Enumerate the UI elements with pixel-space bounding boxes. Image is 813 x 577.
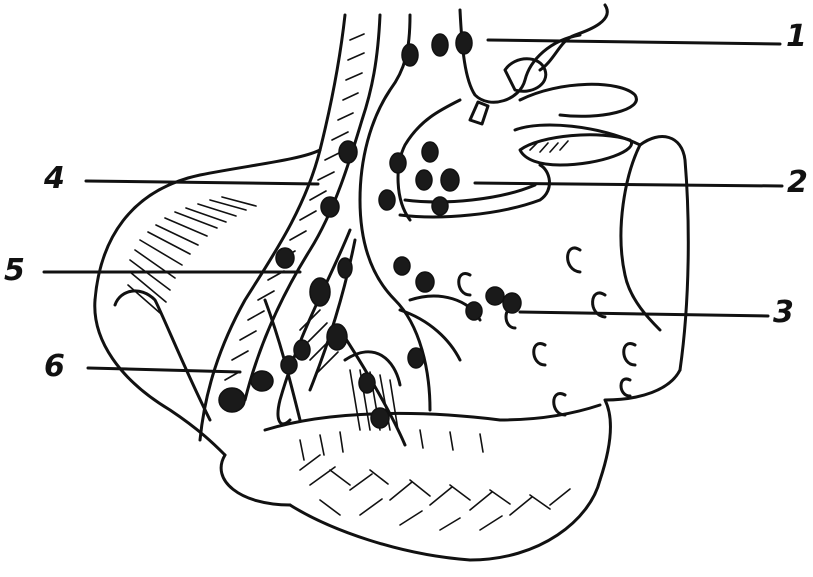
label-2: 2 xyxy=(787,168,808,198)
leader-line-6 xyxy=(88,368,240,372)
organ-outline xyxy=(95,125,689,560)
c-marks xyxy=(459,248,635,415)
label-6: 6 xyxy=(44,352,65,382)
leader-line-3 xyxy=(520,312,768,316)
upper-structures xyxy=(400,59,636,217)
leader-line-1 xyxy=(488,40,780,44)
leader-line-2 xyxy=(475,183,782,186)
label-4: 4 xyxy=(44,164,65,194)
cross-hatched-base xyxy=(265,405,600,530)
label-5: 5 xyxy=(4,256,25,286)
label-1: 1 xyxy=(786,22,807,52)
leader-line-4 xyxy=(86,181,318,184)
label-3: 3 xyxy=(773,298,794,328)
